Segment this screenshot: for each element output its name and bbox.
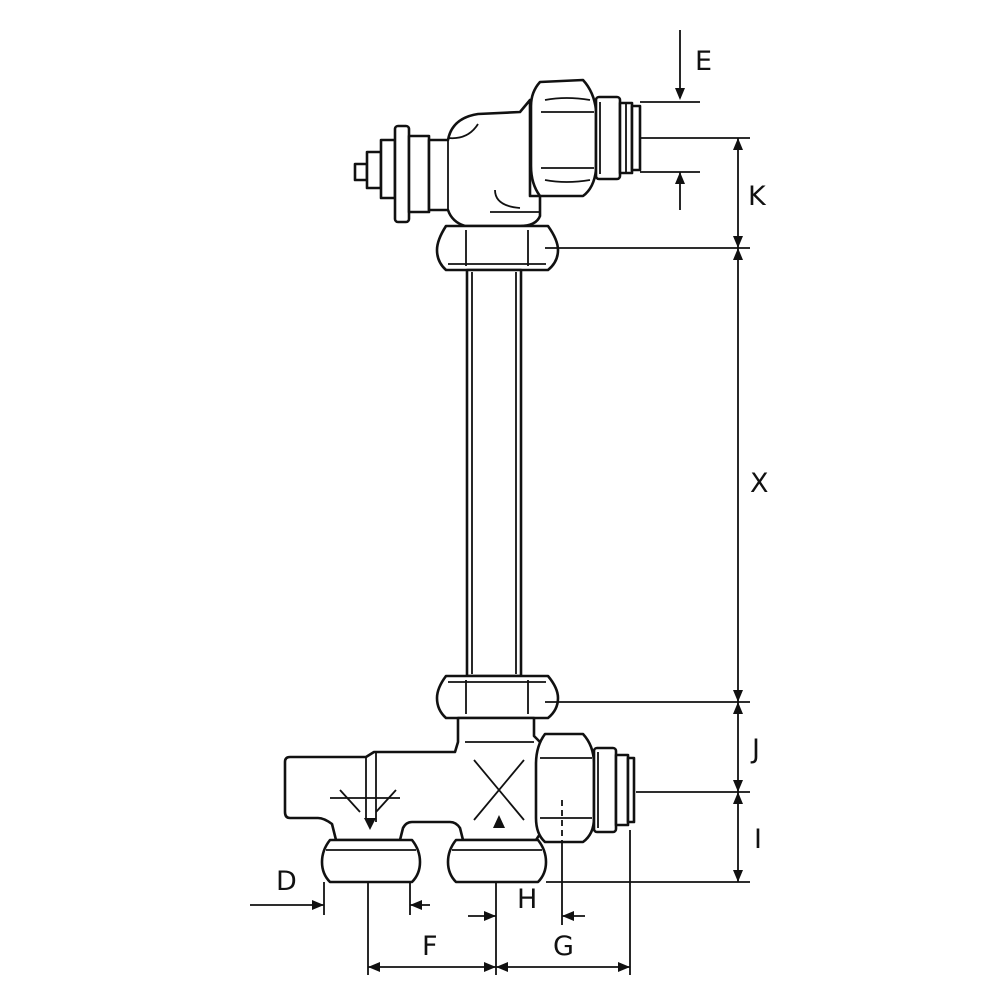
- label-d: D: [276, 866, 297, 897]
- dimension-lines: [250, 30, 750, 975]
- upper-tailpiece: [594, 95, 642, 181]
- riser-tube: [465, 268, 523, 678]
- valve-spindle: [353, 124, 431, 224]
- left-outlet-nut: [320, 838, 422, 884]
- label-g: G: [553, 931, 574, 962]
- label-k: K: [748, 181, 767, 212]
- flow-arrow-down-icon: [364, 818, 376, 830]
- label-h: H: [517, 884, 537, 915]
- label-f: F: [422, 931, 438, 962]
- side-tailpiece: [592, 746, 636, 834]
- upper-tube-nut: [435, 224, 560, 272]
- right-outlet-nut: [446, 838, 548, 884]
- valve-body: [427, 98, 542, 228]
- upper-valve: [353, 78, 642, 272]
- label-j: J: [750, 734, 760, 765]
- label-e: E: [695, 46, 712, 77]
- lower-fitting: [283, 674, 636, 884]
- side-coupling-nut: [534, 732, 596, 846]
- upper-coupling-nut: [529, 78, 598, 198]
- dimension-labels: E K X J I D H F G: [276, 46, 769, 962]
- label-x: X: [750, 468, 769, 499]
- lower-tube-nut: [435, 674, 560, 720]
- fitting-body: [283, 716, 542, 842]
- flow-arrow-up-icon: [493, 815, 505, 828]
- label-i: I: [754, 824, 762, 855]
